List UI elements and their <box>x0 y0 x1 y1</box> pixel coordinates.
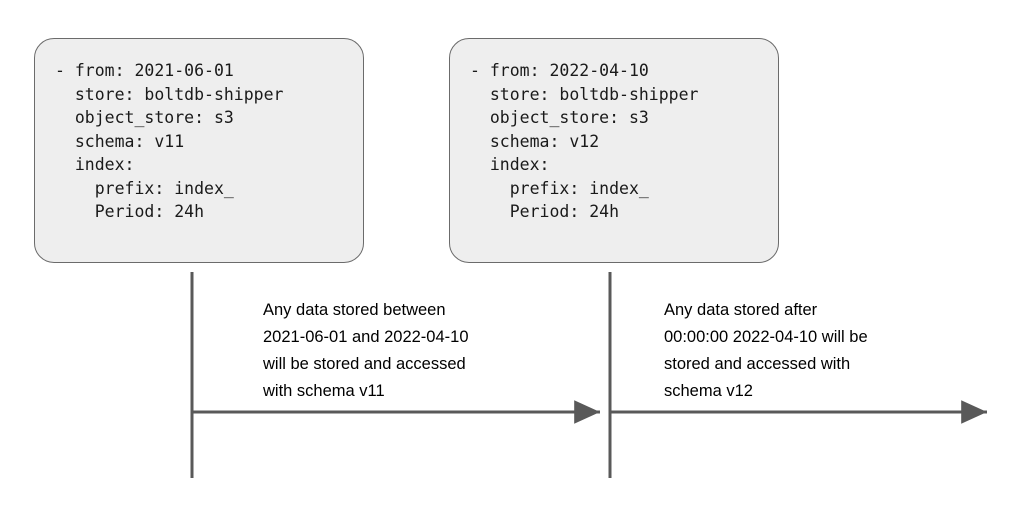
config-code-v11: - from: 2021-06-01 store: boltdb-shipper… <box>55 61 284 221</box>
annotation-v12-range: Any data stored after 00:00:00 2022-04-1… <box>664 301 868 400</box>
config-code-v12: - from: 2022-04-10 store: boltdb-shipper… <box>470 61 699 221</box>
config-box-v11: - from: 2021-06-01 store: boltdb-shipper… <box>34 38 364 263</box>
annotation-v11-range: Any data stored between 2021-06-01 and 2… <box>263 301 469 400</box>
config-box-v12: - from: 2022-04-10 store: boltdb-shipper… <box>449 38 779 263</box>
